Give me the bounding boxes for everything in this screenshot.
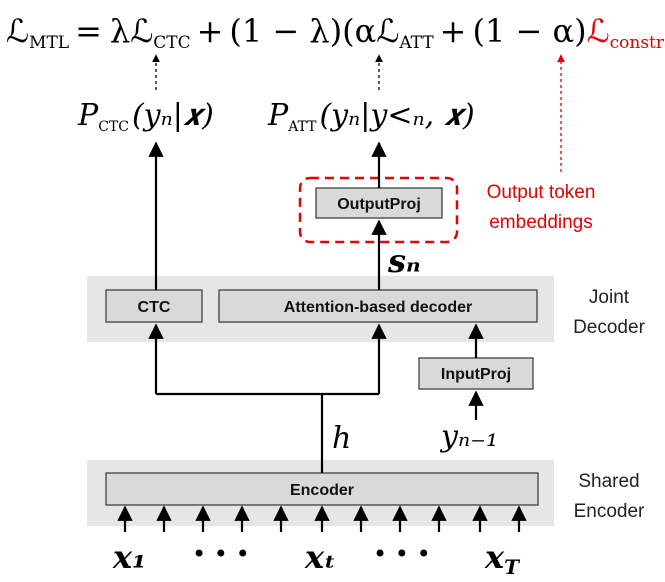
s-n-symbol: sₙ: [387, 242, 421, 280]
loss-equation: ℒMTL=λℒCTC+(1 − λ)(αℒATT+(1 − α)ℒconstra…: [6, 12, 665, 53]
input-arrows: [117, 505, 527, 532]
joint-decoder-label-line2: Decoder: [573, 317, 645, 338]
plus-2: +: [440, 12, 467, 50]
constraint-loss-sub: constraint: [610, 33, 665, 53]
att-loss-sub: ATT: [398, 33, 434, 53]
lambda-symbol: λ: [110, 12, 130, 50]
constraint-loss-symbol: ℒ: [587, 12, 610, 50]
input-proj-box: [418, 357, 534, 390]
ctc-loss-sub: CTC: [153, 33, 190, 53]
x1-symbol: x₁: [112, 538, 146, 576]
output-token-label-line1: Output token: [487, 182, 596, 203]
equals-sign: =: [75, 12, 102, 50]
lhs-sub: MTL: [29, 33, 69, 53]
one-minus-lambda: (1 − λ): [229, 12, 342, 50]
xt-symbol: xₜ: [304, 538, 336, 576]
encoder-label: Encoder: [290, 482, 354, 499]
ctc-loss-symbol: ℒ: [130, 12, 153, 50]
attention-decoder-label: Attention-based decoder: [284, 299, 472, 316]
encoder-box: [105, 472, 539, 506]
one-minus-alpha: (1 − α): [472, 12, 586, 50]
xT-symbol: xT: [484, 538, 521, 579]
att-output-prob: PATT(yₙ|y<ₙ, 𝒙): [267, 98, 475, 135]
y-prev-symbol: yₙ₋₁: [439, 419, 498, 454]
dots-right: • • •: [373, 540, 431, 568]
svg-text:ℒMTL=λℒCTC+(1 − λ)(αℒATT+(1 −: ℒMTL=λℒCTC+(1 − λ)(αℒATT+(1 − α)ℒconstra…: [6, 12, 665, 53]
output-proj-label: OutputProj: [337, 196, 421, 213]
shared-encoder-label-line2: Encoder: [574, 501, 645, 522]
att-loss-symbol: ℒ: [376, 12, 399, 50]
ctc-output-prob: PCTC(yₙ|𝒙): [77, 98, 214, 135]
joint-decoder-label-line1: Joint: [589, 287, 630, 308]
ctc-label: CTC: [138, 299, 171, 316]
open-paren-alpha: (α: [342, 12, 376, 50]
attention-decoder-box: [218, 289, 538, 323]
shared-encoder-label-line1: Shared: [578, 471, 639, 492]
input-proj-label: InputProj: [441, 366, 511, 383]
dots-left: • • •: [192, 540, 250, 568]
h-symbol: h: [332, 421, 351, 456]
output-proj-box: [315, 187, 443, 219]
plus-1: +: [197, 12, 224, 50]
ctc-box: [105, 289, 203, 323]
lhs-symbol: ℒ: [6, 12, 29, 50]
output-token-label-line2: embeddings: [489, 212, 593, 233]
